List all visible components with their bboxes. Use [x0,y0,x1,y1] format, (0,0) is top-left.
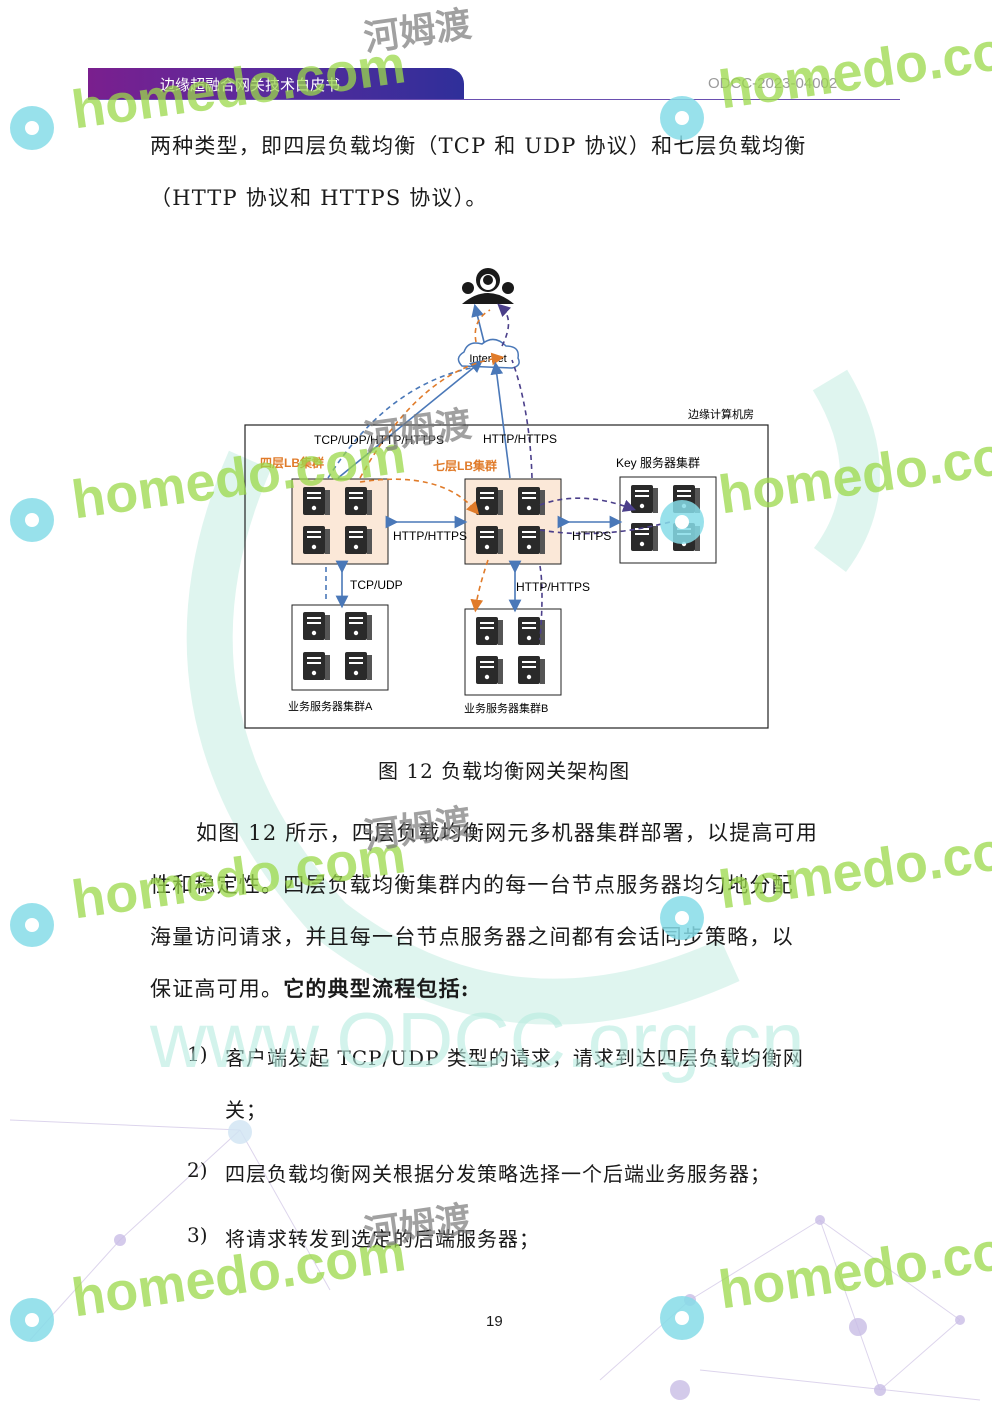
edge-room-box [244,424,769,729]
link-label-l4-internet: TCP/UDP/HTTP/HTTPS [314,433,444,447]
network-background-graphic [9,1119,981,1401]
body-line-4: 保证高可用。它的典型流程包括: [150,975,842,1003]
page-number: 19 [486,1313,503,1330]
load-balancer-architecture-diagram: Internet 边缘计算机房 四层LB集群 七层LB集群 Key 服务器集群 … [244,268,769,729]
step-3-text: 将请求转发到选定的后端服务器； [225,1227,540,1251]
header-title: 边缘超融合网关技术白皮书 [160,77,341,94]
link-label-l4-l7: HTTP/HTTPS [393,529,467,543]
body-line-1: 如图 12 所示，四层负载均衡网元多机器集群部署，以提高可用 [196,821,819,845]
body-line-2: 性和稳定性。四层负载均衡集群内的每一台节点服务器均匀地分配 [150,873,794,897]
step-1-number: 1) [187,1042,208,1066]
link-label-l4-a: TCP/UDP [350,578,403,592]
header-rule [88,99,900,100]
link-label-l7-internet: HTTP/HTTPS [483,432,557,446]
step-3-number: 3) [187,1223,208,1247]
header-bar [88,68,464,100]
step-1-text: 客户端发起 TCP/UDP 类型的请求，请求到达四层负载均衡网 [225,1046,804,1070]
room-label: 边缘计算机房 [688,407,754,421]
l7-cluster-label: 七层LB集群 [433,458,497,473]
step-1-text-cont: 关； [225,1098,267,1122]
site-watermark: www.ODCC.org.cn [150,996,805,1084]
body-line-4-bold: 它的典型流程包括: [283,976,470,1001]
step-2-text: 四层负载均衡网关根据分发策略选择一个后端业务服务器； [225,1162,771,1186]
cluster-b-label: 业务服务器集群B [464,701,548,715]
key-cluster-label: Key 服务器集群 [616,455,700,470]
intro-line-1: 两种类型，即四层负载均衡（TCP 和 UDP 协议）和七层负载均衡 [150,134,807,158]
users-icon [462,268,514,304]
document-code: ODCC-2023-04002 [708,75,838,92]
step-2-number: 2) [187,1158,208,1182]
l4-cluster-label: 四层LB集群 [260,455,324,470]
odcc-background-logo [186,369,880,1025]
link-label-l7-b: HTTP/HTTPS [516,580,590,594]
cluster-a-label: 业务服务器集群A [288,699,373,713]
body-line-4-plain: 保证高可用。 [150,977,284,1001]
link-label-l7-key: HTTPS [572,529,611,543]
connection-lines [325,303,671,641]
intro-line-2: （HTTP 协议和 HTTPS 协议）。 [150,186,488,210]
figure-caption: 图 12 负载均衡网关架构图 [378,759,631,783]
